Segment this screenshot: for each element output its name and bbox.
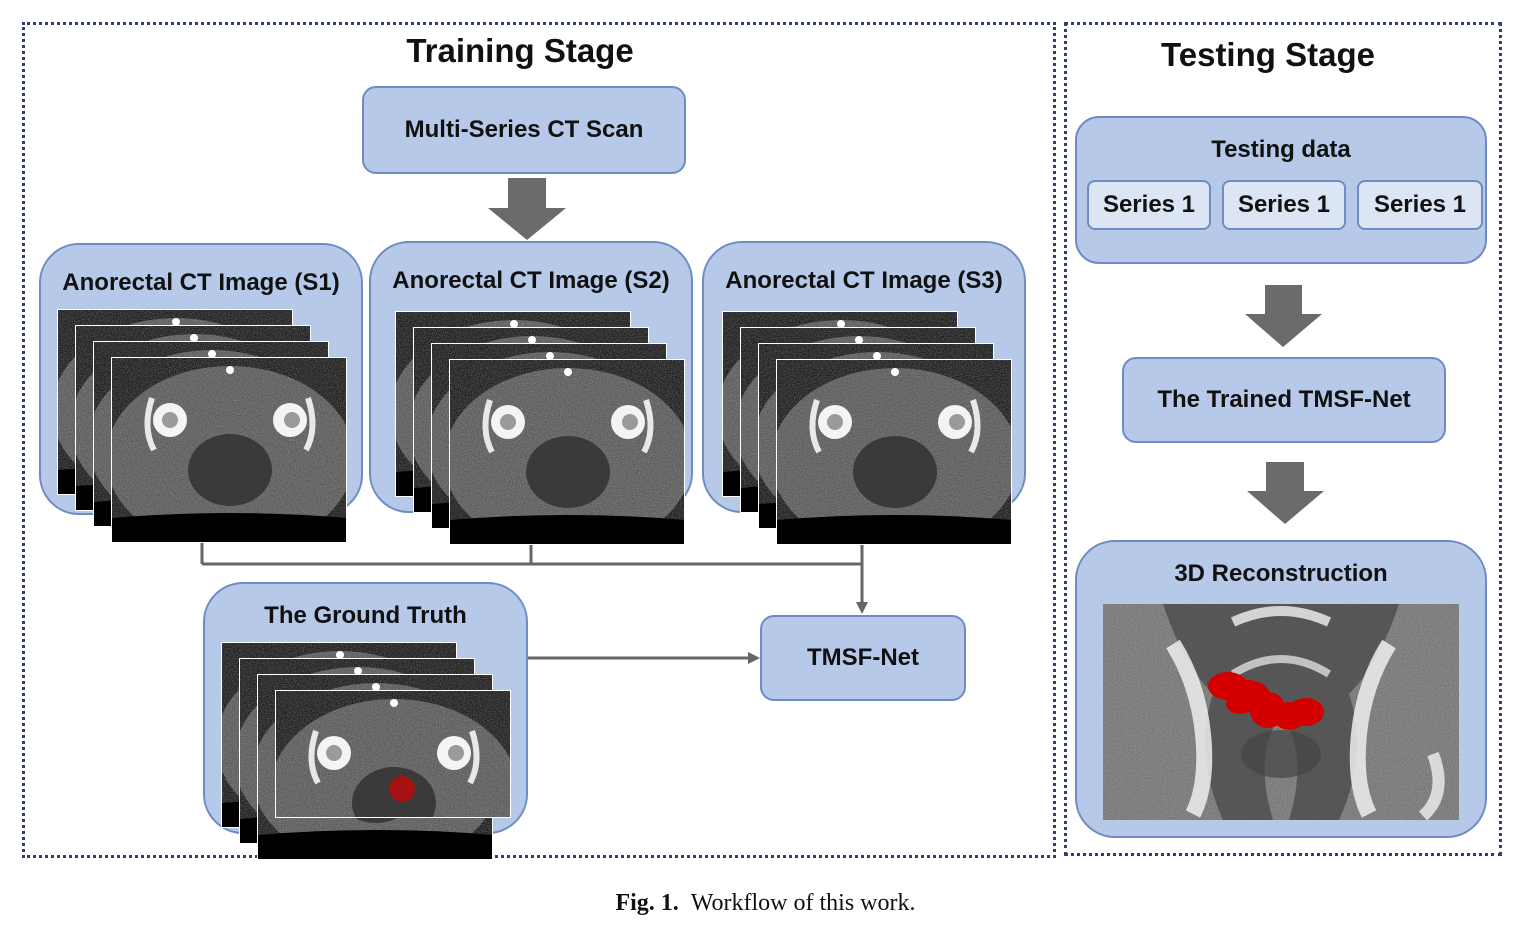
ct-slice-annotated: [275, 690, 511, 818]
reconstruction-title: 3D Reconstruction: [1174, 560, 1388, 587]
testing-stage-title: Testing Stage: [1161, 36, 1375, 73]
ground-truth-title: The Ground Truth: [264, 602, 467, 629]
series-chip: Series 1: [1222, 180, 1346, 230]
figure-caption: Fig. 1. Workflow of this work.: [0, 890, 1531, 917]
testing-stage-frame: [1064, 22, 1502, 856]
ct-slice: [449, 359, 685, 545]
reconstruction-panel: 3D Reconstruction: [1075, 540, 1487, 838]
ct-slice: [776, 359, 1012, 545]
ct-slice: [111, 357, 347, 543]
trained-tmsf-net-box: The Trained TMSF-Net: [1122, 357, 1446, 443]
training-stage-title: Training Stage: [406, 32, 634, 69]
tmsf-net-box: TMSF-Net: [760, 615, 966, 701]
testing-data-title: Testing data: [1211, 136, 1351, 163]
ct-image-panel-s3: Anorectal CT Image (S3): [702, 241, 1026, 545]
ct-image-panel-s1: Anorectal CT Image (S1): [39, 243, 363, 543]
series-chip: Series 1: [1357, 180, 1483, 230]
training-stage-frame: [22, 22, 1056, 858]
reconstruction-svg: [1103, 604, 1459, 820]
ct-image-panel-s2: Anorectal CT Image (S2): [369, 241, 693, 545]
figure-caption-text: Workflow of this work.: [690, 890, 916, 916]
figure-number: Fig. 1.: [615, 890, 679, 916]
ct-image-panel-title: Anorectal CT Image (S1): [62, 269, 340, 296]
ground-truth-panel: The Ground Truth: [203, 582, 528, 860]
series-chip: Series 1: [1087, 180, 1211, 230]
reconstruction-image: [1103, 604, 1459, 820]
multi-series-ct-scan-box: Multi-Series CT Scan: [362, 86, 686, 174]
testing-data-panel: Testing data Series 1 Series 1 Series 1: [1075, 116, 1487, 264]
ct-image-panel-title: Anorectal CT Image (S2): [392, 267, 670, 294]
ct-image-panel-title: Anorectal CT Image (S3): [725, 267, 1003, 294]
rectum-segmentation: [1208, 672, 1324, 730]
